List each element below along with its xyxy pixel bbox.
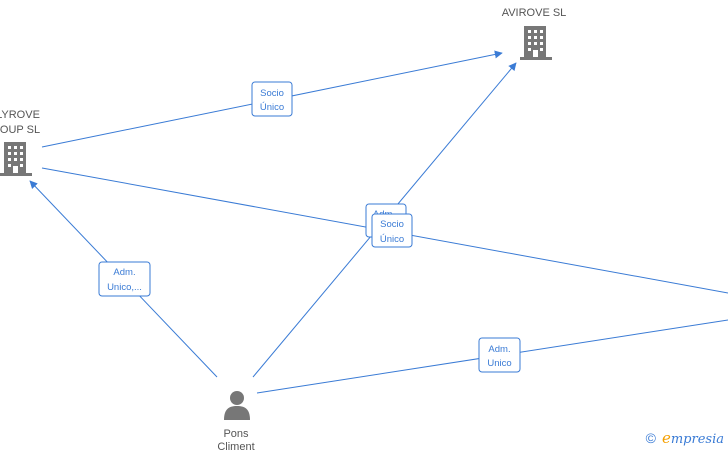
edge-label-e4[interactable]: Socio Único — [371, 213, 413, 248]
edge-label-e1[interactable]: Socio Único — [251, 81, 293, 117]
svg-text:Unico,...: Unico,... — [107, 282, 142, 293]
edge-label-e5[interactable]: Adm. Unico — [478, 337, 521, 373]
node-avirove[interactable]: AVIROVE SL — [502, 7, 567, 60]
node-lyrove[interactable]: LYROVE OUP SL — [0, 109, 40, 176]
svg-text:Único: Único — [260, 102, 284, 113]
watermark: © empresia — [646, 429, 724, 447]
svg-text:Socio: Socio — [380, 219, 404, 230]
node-label-line-2: OUP SL — [0, 124, 40, 136]
building-icon — [520, 26, 552, 60]
node-pons[interactable]: Pons Climent — [217, 391, 255, 450]
person-icon — [224, 391, 250, 420]
node-label-line-1: Pons — [223, 428, 249, 440]
node-label-line-1: LYROVE — [0, 109, 40, 121]
edge-label-e2[interactable]: Adm. Unico,... — [98, 261, 151, 297]
building-icon — [0, 142, 32, 176]
brand-logo-text: mpresia — [670, 432, 724, 447]
copyright-icon: © — [645, 430, 656, 446]
svg-text:Socio: Socio — [260, 88, 284, 99]
svg-text:Adm.: Adm. — [488, 344, 510, 355]
brand-logo-e: e — [661, 429, 671, 447]
svg-text:Adm.: Adm. — [113, 267, 135, 278]
svg-text:Unico: Unico — [487, 358, 511, 369]
node-label-line-2: Climent — [217, 441, 254, 450]
svg-text:Único: Único — [380, 234, 404, 245]
node-label: AVIROVE SL — [502, 7, 567, 19]
